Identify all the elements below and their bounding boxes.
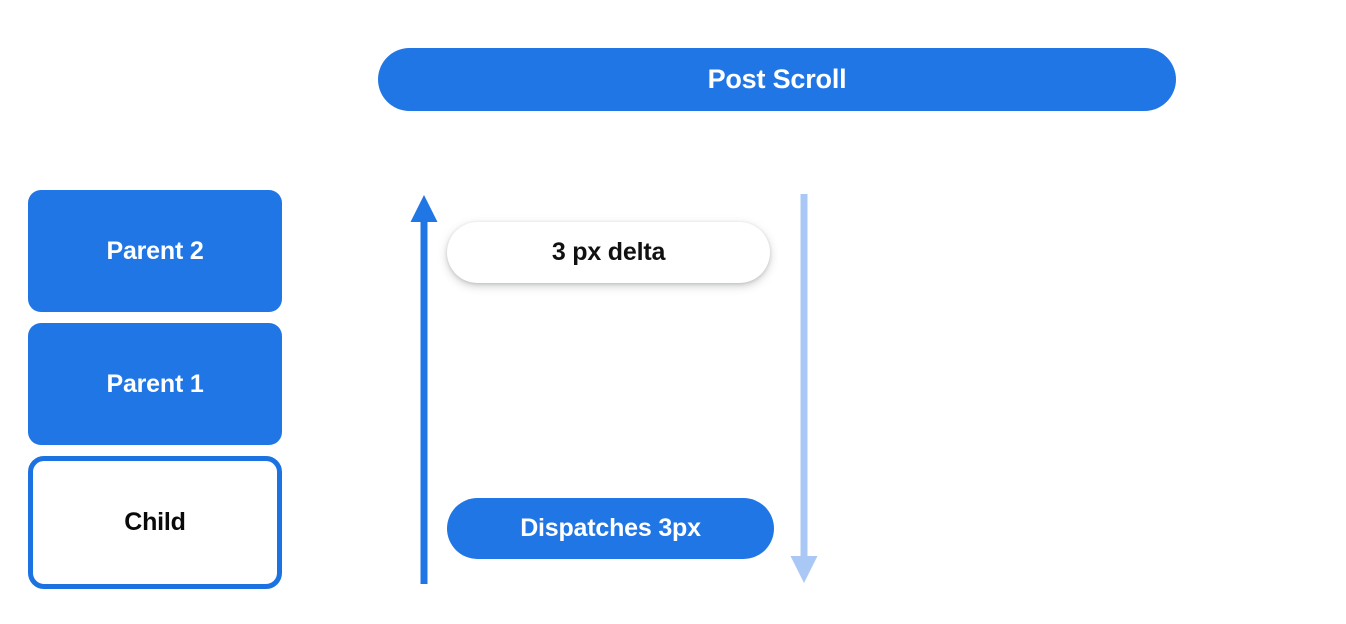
dispatch-pill: Dispatches 3px — [447, 498, 774, 559]
arrow-down-icon — [786, 194, 822, 584]
stack-box-child: Child — [28, 456, 282, 589]
post-scroll-header-label: Post Scroll — [707, 64, 847, 94]
dispatch-pill-label: Dispatches 3px — [520, 514, 701, 542]
delta-pill-label: 3 px delta — [551, 238, 666, 266]
stack-box-parent-2: Parent 2 — [28, 190, 282, 312]
stack-box-parent-1: Parent 1 — [28, 323, 282, 445]
stack-box-parent-2-label: Parent 2 — [106, 236, 204, 265]
node-stack: Parent 2 Parent 1 Child — [28, 190, 282, 589]
post-scroll-header-pill: Post Scroll — [378, 48, 1176, 111]
delta-pill: 3 px delta — [447, 222, 770, 283]
stack-box-parent-1-label: Parent 1 — [106, 369, 204, 398]
stack-box-child-label: Child — [124, 508, 186, 536]
arrow-up-icon — [406, 194, 442, 584]
